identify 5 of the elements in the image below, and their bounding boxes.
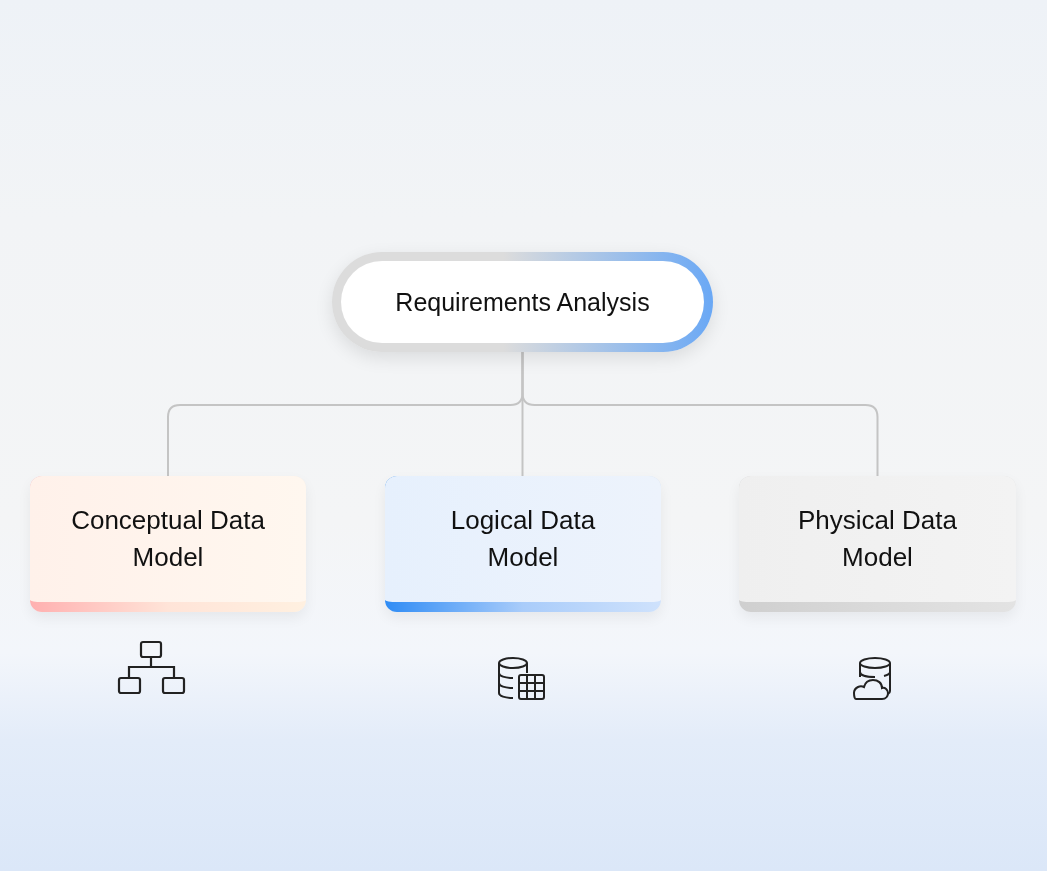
node-label: Physical Data Model <box>797 504 958 574</box>
node-label: Logical Data Model <box>449 504 597 574</box>
node-label: Requirements Analysis <box>395 287 650 317</box>
connector-line <box>521 351 879 477</box>
node-label: Conceptual Data Model <box>70 504 266 574</box>
